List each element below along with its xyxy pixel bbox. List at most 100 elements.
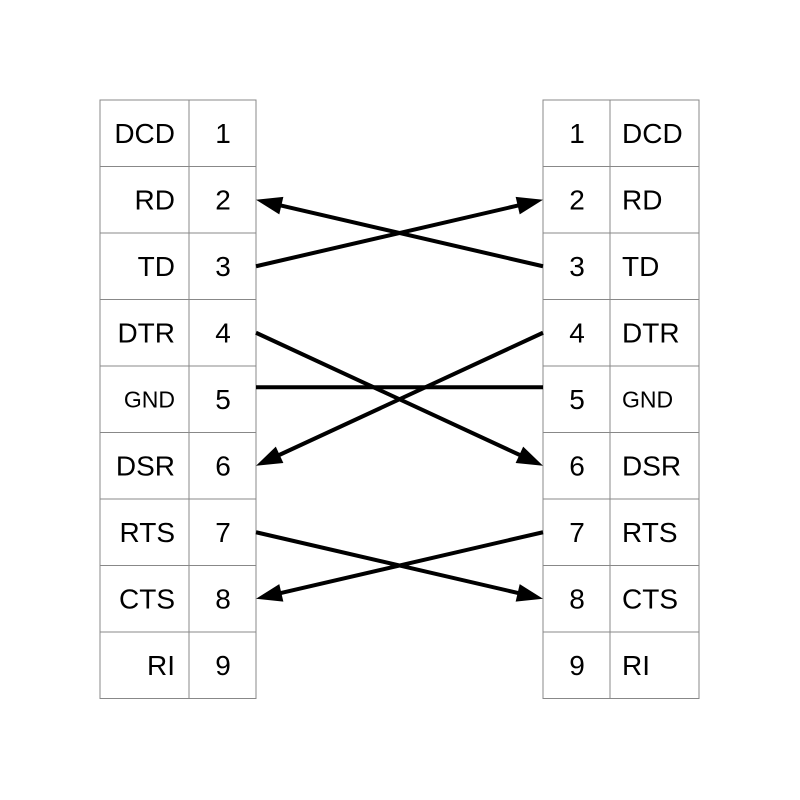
right-signal-label: RD [622, 184, 662, 215]
left-pin-cell [188, 565, 257, 633]
wire-line [276, 530, 544, 596]
left-pin-number: 8 [215, 583, 231, 614]
left-signal-cell [99, 232, 190, 300]
right-signal-cell [609, 565, 700, 633]
right-signal-cell [609, 99, 700, 167]
left-pin-row-8: CTS 8 [99, 565, 257, 633]
wire-right7-to-left8 [256, 530, 544, 602]
right-signal-label: DSR [622, 450, 681, 481]
wire-right4-to-left6 [256, 330, 544, 466]
left-signal-cell [99, 166, 190, 234]
left-pin-cell [188, 432, 257, 500]
right-pin-row-4: 4 DTR [542, 299, 700, 367]
wire-line [275, 330, 544, 459]
arrowhead [515, 446, 543, 466]
wire-line [255, 330, 524, 459]
right-pin-cell [542, 166, 611, 234]
right-signal-cell [609, 166, 700, 234]
left-signal-label: DTR [117, 317, 175, 348]
left-pin-cell [188, 631, 257, 699]
left-pin-number: 7 [215, 517, 231, 548]
left-signal-cell [99, 631, 190, 699]
left-signal-cell [99, 99, 190, 167]
left-pin-row-7: RTS 7 [99, 498, 257, 566]
wire-left3-to-right2 [255, 196, 543, 269]
right-signal-cell [609, 365, 700, 433]
right-pin-number: 3 [569, 251, 585, 282]
right-pin-row-5: 5 GND [542, 365, 700, 433]
wire-left7-to-right8 [255, 530, 543, 602]
right-pin-number: 8 [569, 583, 585, 614]
right-pin-cell [542, 631, 611, 699]
right-pin-number: 6 [569, 450, 585, 481]
connection-wires [255, 196, 544, 602]
right-pin-number: 1 [569, 118, 585, 149]
arrowhead [515, 196, 543, 215]
left-signal-label: RTS [120, 517, 176, 548]
wire-right3-to-left2 [256, 196, 544, 269]
left-pin-cell [188, 99, 257, 167]
left-signal-label: DSR [116, 450, 175, 481]
right-pin-number: 2 [569, 184, 585, 215]
left-pin-row-4: DTR 4 [99, 299, 257, 367]
left-signal-label: GND [124, 386, 175, 412]
right-signal-cell [609, 631, 700, 699]
left-pin-cell [188, 232, 257, 300]
left-pin-number: 6 [215, 450, 231, 481]
left-pin-cell [188, 365, 257, 433]
left-pin-number: 1 [215, 118, 231, 149]
right-signal-cell [609, 498, 700, 566]
left-pin-row-6: DSR 6 [99, 432, 257, 500]
right-signal-cell [609, 299, 700, 367]
right-pin-row-9: 9 RI [542, 631, 700, 699]
left-signal-label: RI [147, 650, 175, 681]
right-pin-cell [542, 232, 611, 300]
left-signal-label: CTS [119, 583, 175, 614]
right-pin-row-7: 7 RTS [542, 498, 700, 566]
right-pin-cell [542, 432, 611, 500]
left-signal-label: TD [138, 251, 175, 282]
left-pin-number: 4 [215, 317, 231, 348]
arrowhead [256, 584, 284, 602]
wire-left4-to-right6 [255, 330, 543, 466]
left-pin-row-2: RD 2 [99, 166, 257, 234]
left-pin-row-3: TD 3 [99, 232, 257, 300]
left-signal-label: RD [135, 184, 175, 215]
right-pin-number: 4 [569, 317, 585, 348]
left-signal-label: DCD [114, 118, 175, 149]
right-signal-label: GND [622, 386, 673, 412]
right-signal-cell [609, 232, 700, 300]
right-signal-label: RTS [622, 517, 678, 548]
arrowhead [256, 446, 284, 466]
left-pin-number: 2 [215, 184, 231, 215]
left-pin-cell [188, 166, 257, 234]
right-pin-number: 9 [569, 650, 585, 681]
right-pin-row-1: 1 DCD [542, 99, 700, 167]
left-pin-number: 9 [215, 650, 231, 681]
left-signal-cell [99, 498, 190, 566]
left-pin-number: 3 [215, 251, 231, 282]
right-signal-label: RI [622, 650, 650, 681]
right-pin-cell [542, 99, 611, 167]
right-pin-number: 7 [569, 517, 585, 548]
right-pin-row-6: 6 DSR [542, 432, 700, 500]
left-pin-cell [188, 498, 257, 566]
right-pin-number: 5 [569, 384, 585, 415]
right-signal-label: DTR [622, 317, 680, 348]
right-pin-row-2: 2 RD [542, 166, 700, 234]
left-pin-row-5: GND 5 [99, 365, 257, 433]
left-pin-row-1: DCD 1 [99, 99, 257, 167]
right-signal-label: DCD [622, 118, 683, 149]
left-pin-cell [188, 299, 257, 367]
right-signal-cell [609, 432, 700, 500]
wire-line [276, 202, 544, 269]
arrowhead [256, 196, 284, 215]
wire-line [255, 530, 523, 596]
left-pin-row-9: RI 9 [99, 631, 257, 699]
left-pin-number: 5 [215, 384, 231, 415]
